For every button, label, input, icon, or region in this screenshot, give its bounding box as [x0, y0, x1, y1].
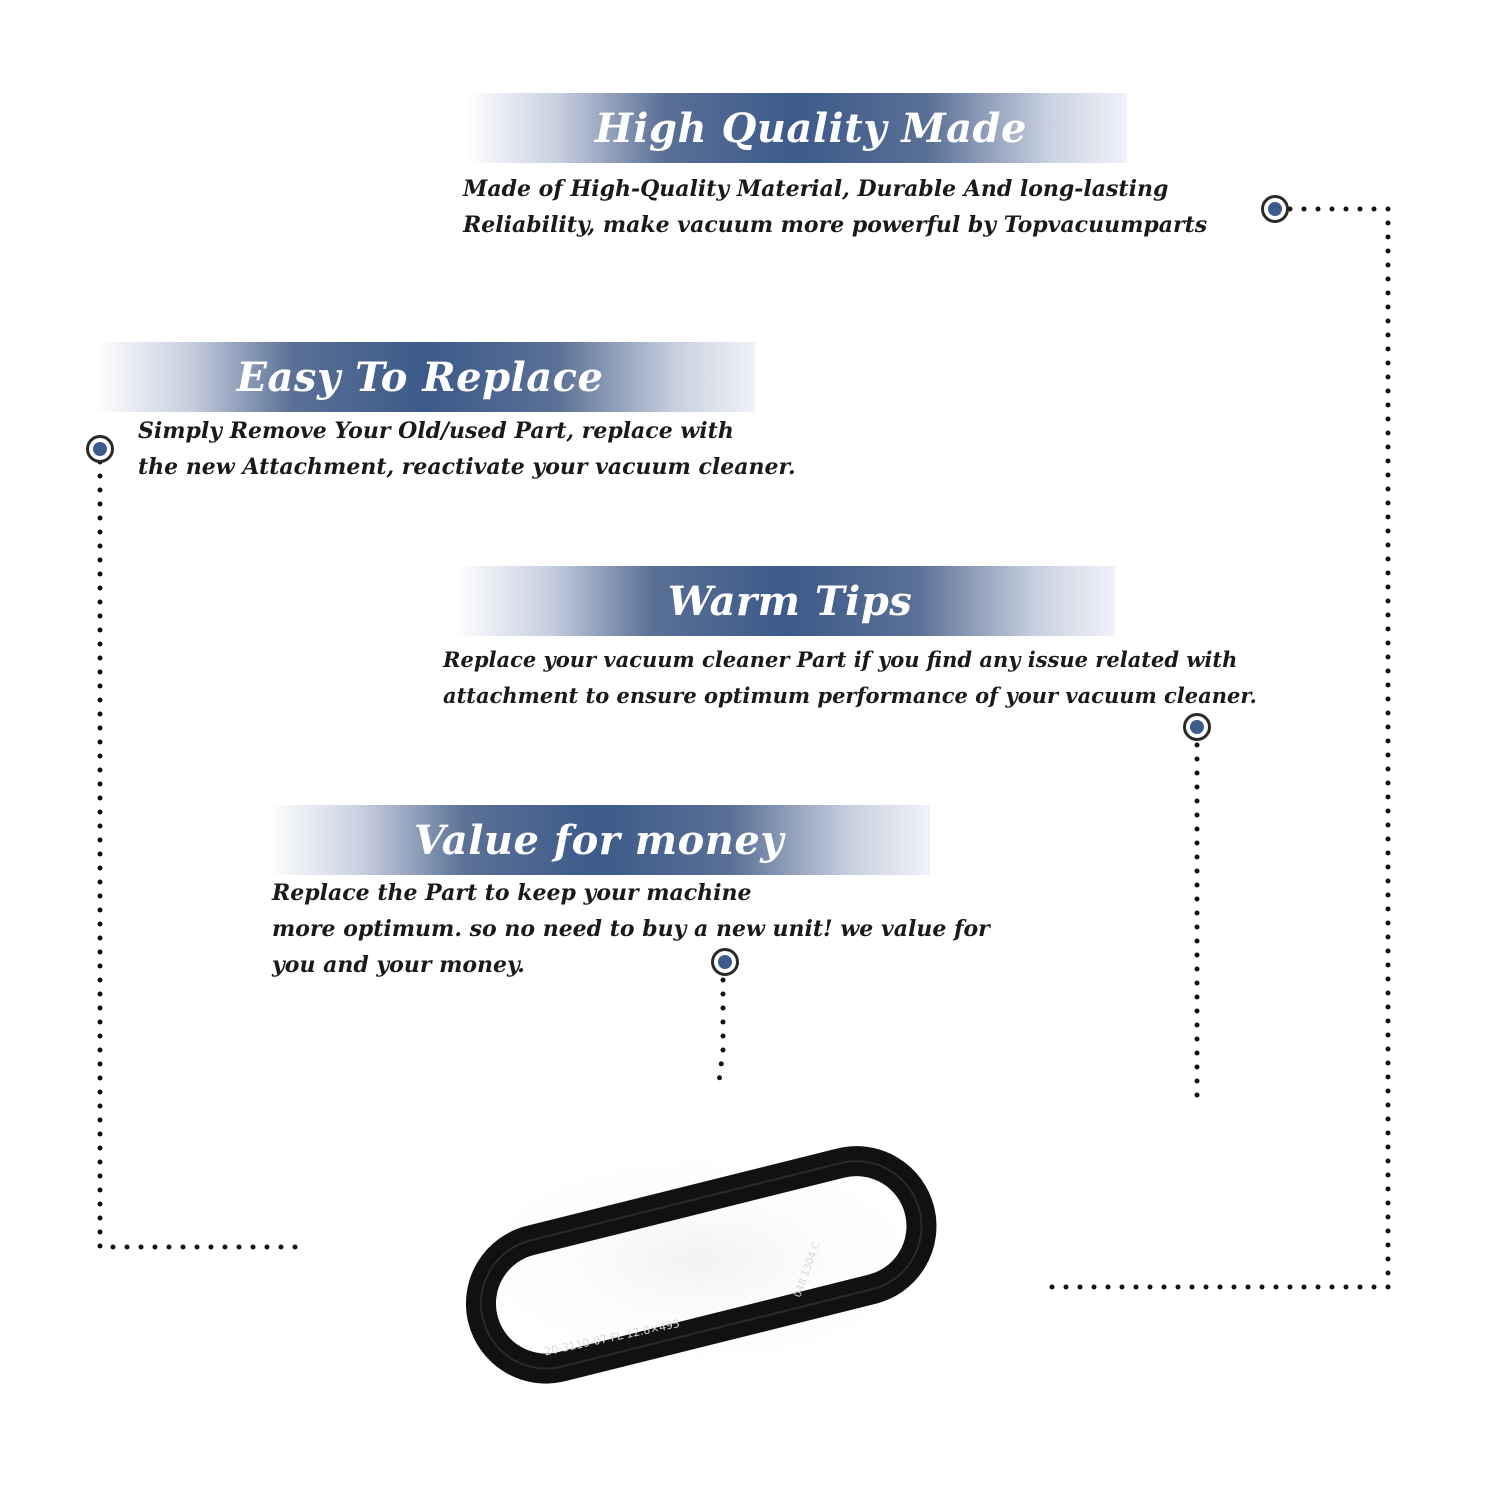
description-line: Reliability, make vacuum more powerful b… [463, 212, 1208, 238]
description-easy-replace: Simply Remove Your Old/used Part, replac… [138, 413, 796, 485]
description-line: more optimum. so no need to buy a new un… [272, 916, 990, 942]
target-marker-icon [1183, 713, 1211, 741]
banner-title: Value for money [413, 816, 785, 864]
description-high-quality: Made of High-Quality Material, Durable A… [463, 171, 1207, 243]
description-warm-tips: Replace your vacuum cleaner Part if you … [443, 642, 1257, 714]
connector-value-money [715, 977, 726, 1093]
connector-easy-replace [97, 459, 299, 1250]
description-value-money: Replace the Part to keep your machine mo… [272, 875, 990, 983]
description-line: Made of High-Quality Material, Durable A… [463, 176, 1169, 202]
banner-easy-replace: Easy To Replace [95, 342, 755, 412]
description-line: you and your money. [272, 952, 525, 978]
target-marker-icon [711, 948, 739, 976]
banner-high-quality: High Quality Made [465, 93, 1127, 163]
banner-title: Easy To Replace [236, 353, 604, 401]
description-line: Replace the Part to keep your machine [272, 880, 752, 906]
vacuum-belt-icon: 20-3110-07 FL 12.8×495 048 1304 C [445, 1140, 955, 1384]
description-line: the new Attachment, reactivate your vacu… [138, 454, 796, 480]
banner-value-money: Value for money [268, 805, 930, 875]
banner-title: Warm Tips [667, 577, 913, 625]
banner-warm-tips: Warm Tips [455, 566, 1115, 636]
product-belt-image: 20-3110-07 FL 12.8×495 048 1304 C [440, 1130, 960, 1390]
description-line: Replace your vacuum cleaner Part if you … [443, 647, 1238, 672]
target-marker-icon [86, 435, 114, 463]
connector-high-quality [1037, 206, 1391, 1290]
target-marker-icon [1261, 195, 1289, 223]
description-line: Simply Remove Your Old/used Part, replac… [138, 418, 734, 444]
banner-title: High Quality Made [595, 104, 1027, 152]
description-line: attachment to ensure optimum performance… [443, 683, 1257, 708]
